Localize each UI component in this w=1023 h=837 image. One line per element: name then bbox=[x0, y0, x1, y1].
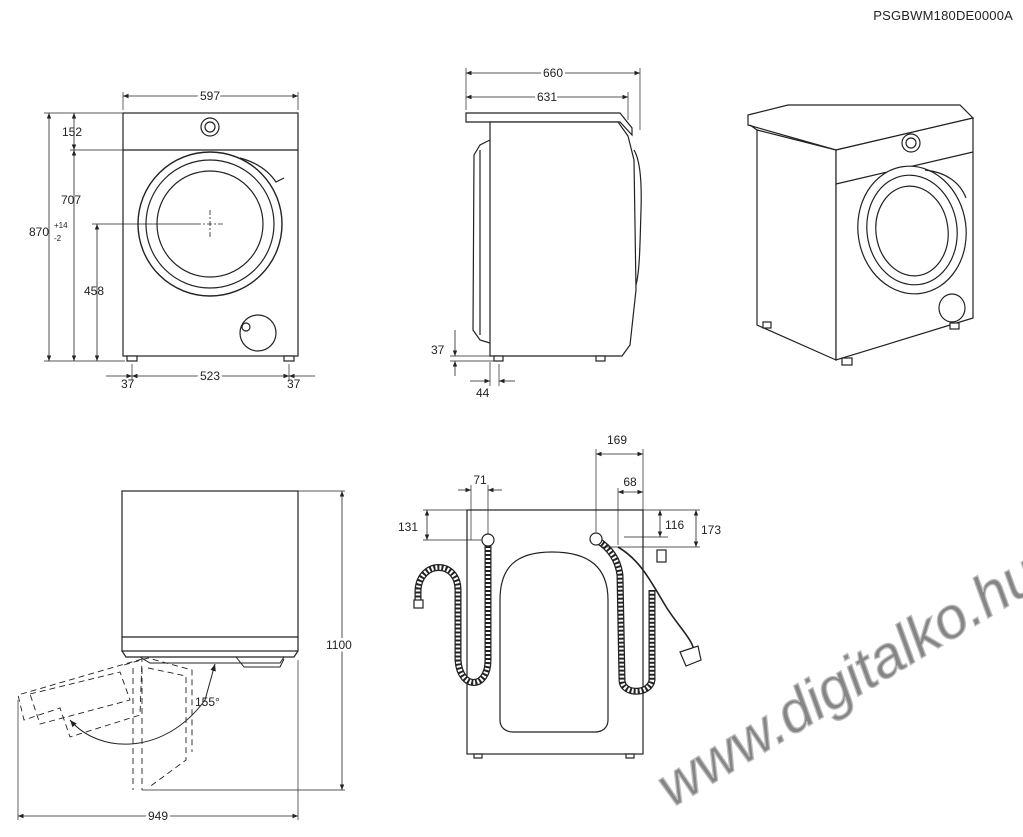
dim-total-height: 870 bbox=[29, 225, 49, 239]
iso-filter bbox=[938, 293, 966, 323]
dim-door-angle: 155° bbox=[195, 695, 220, 709]
dim-inlet-y: 131 bbox=[398, 520, 418, 534]
open-door-outline bbox=[17, 658, 143, 738]
dim-drain-y: 173 bbox=[701, 523, 721, 537]
dim-tol-plus: +14 bbox=[54, 221, 68, 230]
dim-width: 597 bbox=[200, 89, 220, 103]
rear-service-panel bbox=[499, 551, 609, 733]
dim-tol-minus: -2 bbox=[54, 234, 62, 243]
front-cabinet bbox=[122, 112, 299, 357]
side-top-lid bbox=[465, 112, 633, 137]
dim-left-offset: 37 bbox=[121, 377, 135, 391]
front-view-labels: 597 152 707 870 +14 -2 458 37 523 37 bbox=[29, 87, 301, 392]
dim-inlet-x: 71 bbox=[473, 473, 487, 487]
rear-view bbox=[413, 449, 702, 759]
dim-foot-span: 523 bbox=[200, 369, 220, 383]
power-cable bbox=[617, 546, 695, 659]
side-view bbox=[450, 68, 642, 386]
filter-cover bbox=[239, 314, 277, 352]
model-code: PSGBWM180DE0000A bbox=[873, 8, 1013, 23]
rear-cabinet bbox=[466, 509, 644, 755]
dim-open-depth: 949 bbox=[148, 809, 168, 823]
angle-arc bbox=[69, 663, 216, 745]
side-door bbox=[472, 139, 491, 344]
side-view-labels: 660 631 37 44 bbox=[431, 64, 566, 401]
dim-open-height: 1100 bbox=[326, 638, 352, 652]
dim-cable-x: 68 bbox=[623, 475, 637, 489]
rear-view-labels: 71 131 169 68 116 173 bbox=[398, 433, 721, 537]
top-cabinet bbox=[121, 490, 299, 652]
dim-drain-x: 169 bbox=[607, 433, 627, 447]
dim-foot-setback: 44 bbox=[476, 386, 490, 400]
dim-depth-body: 631 bbox=[537, 90, 557, 104]
watermark-text: www.digitalko.hu bbox=[645, 541, 1023, 819]
dim-right-offset: 37 bbox=[287, 377, 301, 391]
program-knob bbox=[200, 117, 220, 137]
dim-door-center: 458 bbox=[84, 284, 104, 298]
dim-below-panel: 707 bbox=[61, 193, 81, 207]
side-body bbox=[489, 121, 637, 357]
front-view bbox=[44, 92, 315, 380]
dim-cable-y: 116 bbox=[665, 518, 684, 532]
dim-foot-height: 37 bbox=[431, 343, 445, 357]
top-view-labels: 1100 949 155° bbox=[145, 636, 354, 826]
top-view bbox=[17, 490, 345, 820]
isometric-view bbox=[747, 104, 975, 366]
watermark: www.digitalko.hu bbox=[645, 540, 1023, 820]
dim-depth-total: 660 bbox=[543, 66, 563, 80]
dim-top-panel: 152 bbox=[62, 125, 82, 139]
